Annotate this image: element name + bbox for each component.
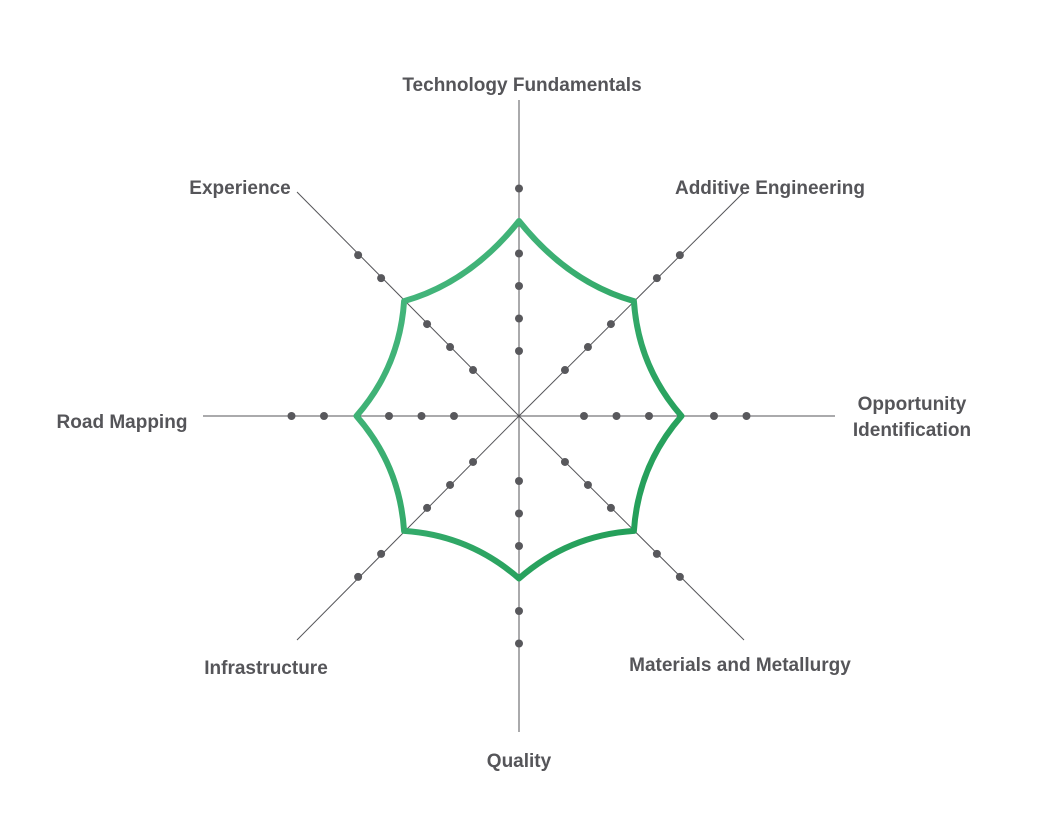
level-dot — [469, 457, 478, 466]
level-dot — [515, 282, 523, 290]
axis-label-2: Additive Engineering — [675, 178, 865, 199]
axis-label-line: Materials and Metallurgy — [629, 655, 851, 676]
axis-label-7: Road Mapping — [57, 412, 188, 433]
level-dot — [515, 347, 523, 355]
level-dot — [423, 503, 432, 512]
axis-label-line: Opportunity — [858, 394, 967, 415]
axis-label-line: Quality — [487, 751, 552, 772]
axis-label-line: Infrastructure — [204, 658, 328, 679]
axis-label-line: Road Mapping — [57, 412, 188, 433]
axis-label-line: Technology Fundamentals — [402, 75, 641, 96]
level-dot — [583, 480, 592, 489]
spoke-6 — [296, 415, 520, 641]
axis-label-8: Experience — [189, 178, 290, 199]
level-dot — [675, 572, 684, 581]
level-dot — [606, 320, 615, 329]
level-dot — [377, 549, 386, 558]
level-dot — [612, 412, 621, 420]
axis-label-1: Technology Fundamentals — [402, 75, 641, 96]
level-dot — [515, 542, 523, 550]
level-dot — [515, 509, 523, 518]
axis-label-line: Identification — [853, 420, 971, 441]
level-dot — [583, 343, 592, 352]
level-dot — [515, 184, 523, 193]
level-dot — [446, 343, 455, 352]
level-dot — [560, 366, 569, 375]
level-dot — [469, 366, 478, 375]
level-dot — [423, 320, 432, 329]
level-dot — [606, 503, 615, 512]
level-dot — [580, 412, 588, 420]
level-dot — [515, 314, 523, 323]
level-dot — [710, 412, 718, 420]
level-dot — [652, 274, 661, 283]
level-dot — [377, 274, 386, 283]
level-dot — [450, 412, 458, 420]
level-dot — [320, 412, 328, 420]
level-dot — [515, 607, 523, 615]
level-dot — [675, 251, 684, 260]
level-dot — [652, 549, 661, 558]
level-dots — [287, 184, 751, 648]
axis-label-5: Quality — [487, 751, 552, 772]
level-dot — [515, 639, 523, 648]
level-dot — [287, 412, 296, 420]
level-dot — [354, 572, 363, 581]
level-dot — [515, 477, 523, 485]
level-dot — [645, 412, 653, 420]
series-line — [353, 218, 685, 582]
level-dot — [742, 412, 751, 420]
axis-label-line: Experience — [189, 178, 290, 199]
level-dot — [385, 412, 393, 420]
spoke-8 — [296, 191, 520, 417]
spokes — [203, 100, 835, 732]
level-dot — [354, 251, 363, 260]
level-dot — [446, 480, 455, 489]
level-dot — [515, 249, 523, 258]
level-dot — [417, 412, 426, 420]
level-dot — [560, 457, 569, 466]
axis-label-4: Materials and Metallurgy — [629, 655, 851, 676]
axis-label-line: Additive Engineering — [675, 178, 865, 199]
axis-label-6: Infrastructure — [204, 658, 328, 679]
